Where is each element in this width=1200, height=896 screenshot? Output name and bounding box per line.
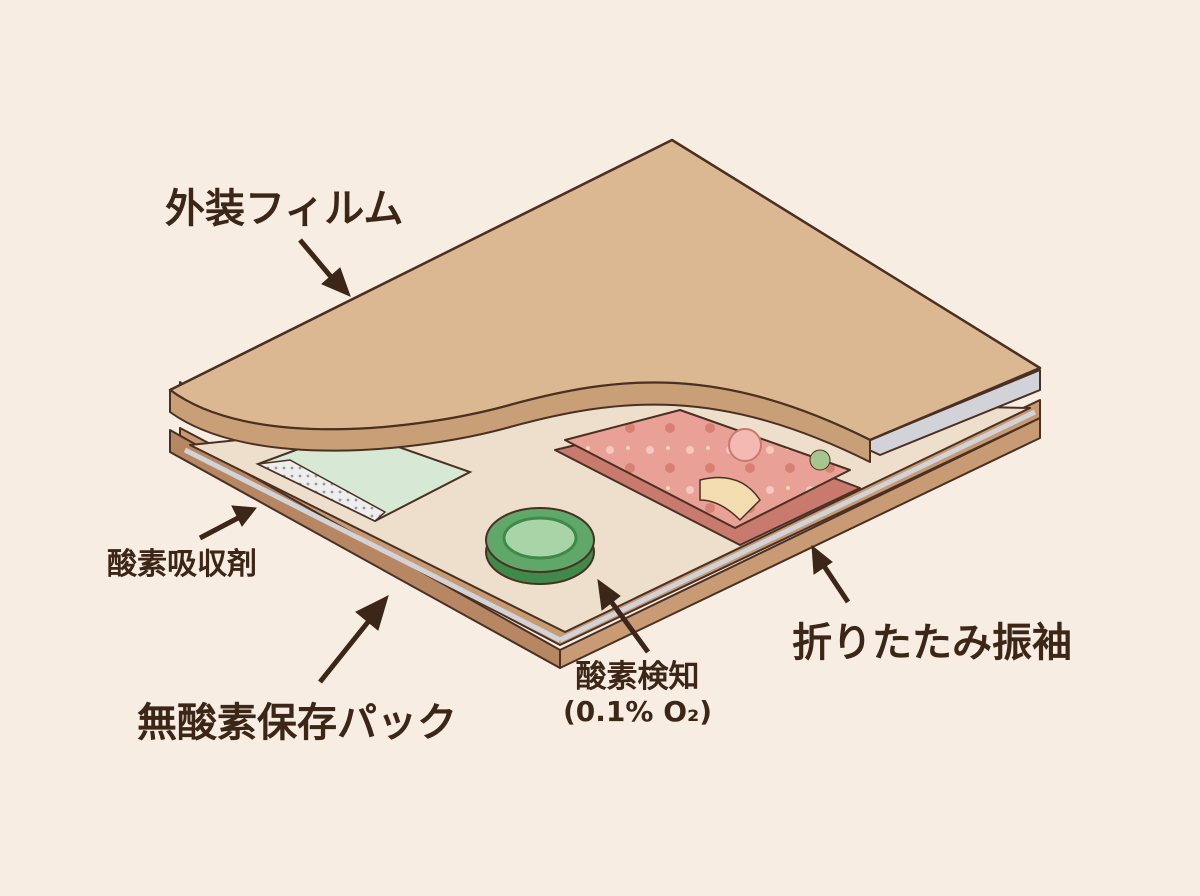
arrow-oxygen-detector (607, 598, 651, 654)
oxygen-detector-disc (485, 507, 595, 585)
label-oxygen-free-pack: 無酸素保存パック (137, 700, 457, 746)
arrows (198, 238, 851, 684)
arrow-folded-kimono-head (811, 544, 833, 575)
arrow-oxygen-absorber-head (231, 505, 257, 527)
outer-film (168, 138, 1042, 463)
arrow-folded-kimono (821, 564, 851, 604)
label-oxygen-absorber: 酸素吸収剤 (107, 547, 257, 582)
label-oxygen-level: (0.1% O₂) (563, 694, 713, 728)
arrow-oxygen-free-pack (318, 620, 370, 684)
label-oxygen-detector: 酸素検知 (0.1% O₂) (563, 659, 713, 728)
folded-kimono (554, 409, 861, 546)
label-folded-kimono: 折りたたみ振袖 (792, 620, 1072, 666)
arrow-outer-film-head (321, 267, 351, 297)
label-oxygen-detector-title: 酸素検知 (575, 659, 700, 695)
label-outer-film: 外装フィルム (165, 186, 404, 232)
arrow-oxygen-absorber (198, 515, 240, 541)
arrow-oxygen-detector-head (597, 578, 621, 611)
arrow-oxygen-free-pack-head (355, 595, 389, 631)
arrow-outer-film (298, 238, 334, 280)
